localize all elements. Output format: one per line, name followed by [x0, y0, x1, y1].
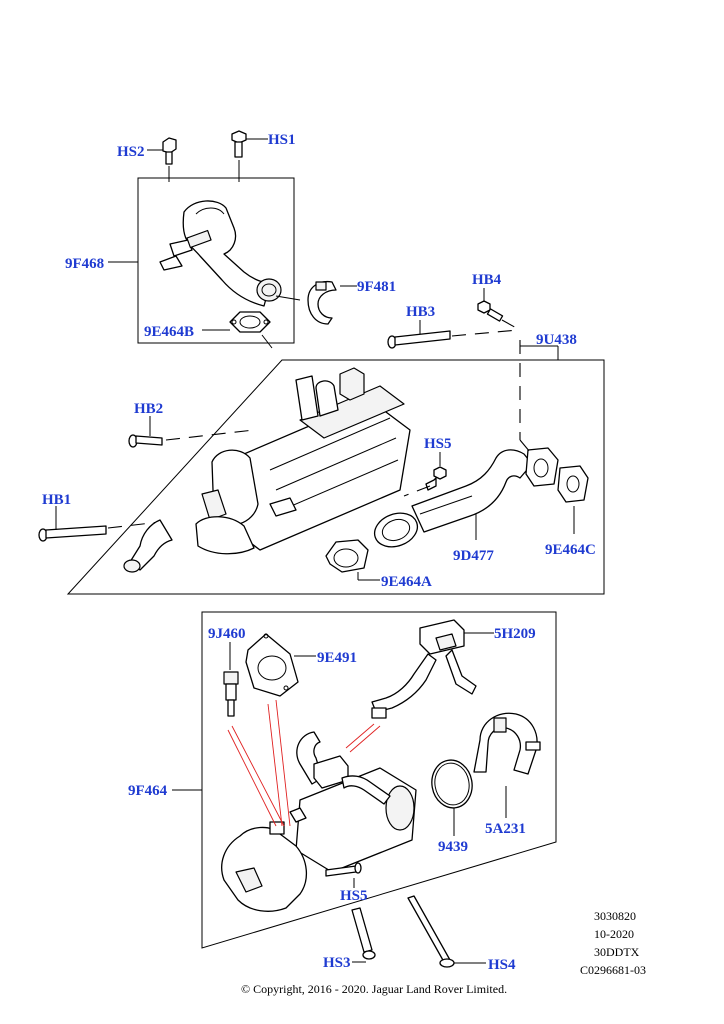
sensor-9j460[interactable]: [223, 671, 239, 717]
seal-ring-9439[interactable]: [428, 757, 476, 811]
bolt-hs5-lower[interactable]: [325, 862, 362, 877]
meta-line-2: 10-2020: [594, 927, 634, 941]
callout-hs1[interactable]: HS1: [268, 132, 296, 148]
callout-9f468[interactable]: 9F468: [65, 256, 104, 272]
solenoid-5h209[interactable]: [371, 619, 477, 719]
bolt-hb2[interactable]: [128, 434, 163, 448]
gasket-9e464b[interactable]: [229, 311, 271, 333]
meta-line-4: C0296681-03: [580, 963, 646, 977]
clamp-5a231[interactable]: [473, 712, 541, 775]
bolt-hb1[interactable]: [38, 525, 107, 542]
callout-9e464a[interactable]: 9E464A: [381, 574, 432, 590]
callout-hb2[interactable]: HB2: [134, 401, 163, 417]
bolt-hs3[interactable]: [351, 907, 376, 960]
bolt-hs2[interactable]: [162, 137, 177, 165]
copyright-text: © Copyright, 2016 - 2020. Jaguar Land Ro…: [241, 982, 507, 996]
egr-cooler-9u438[interactable]: [123, 367, 411, 573]
callout-hs5-lower[interactable]: HS5: [340, 888, 368, 904]
callout-9f464[interactable]: 9F464: [128, 783, 168, 799]
callout-9e464c[interactable]: 9E464C: [545, 542, 596, 558]
callout-9e464b[interactable]: 9E464B: [144, 324, 194, 340]
bolt-hs4[interactable]: [407, 895, 455, 968]
clamp-9f481[interactable]: [307, 280, 337, 325]
callout-hs5-upper[interactable]: HS5: [424, 436, 452, 452]
callout-9e491[interactable]: 9E491: [317, 650, 357, 666]
callout-hb1[interactable]: HB1: [42, 492, 71, 508]
wiring-lines: [227, 699, 381, 827]
callout-9d477[interactable]: 9D477: [453, 548, 494, 564]
callout-hs4[interactable]: HS4: [488, 957, 516, 973]
flange-9e464a[interactable]: [325, 507, 422, 573]
callout-hs3[interactable]: HS3: [323, 955, 351, 971]
callout-9j460[interactable]: 9J460: [208, 626, 246, 642]
callout-5a231[interactable]: 5A231: [485, 821, 526, 837]
egr-pipe-9d477[interactable]: [411, 449, 533, 533]
gasket-9e491[interactable]: [245, 633, 299, 697]
bolt-hs1[interactable]: [231, 130, 247, 158]
callout-9439[interactable]: 9439: [438, 839, 468, 855]
bolt-hb4[interactable]: [477, 300, 504, 322]
callout-5h209[interactable]: 5H209: [494, 626, 536, 642]
frame-pipe-group: [137, 177, 295, 344]
callout-9u438[interactable]: 9U438: [536, 332, 577, 348]
frame-egr-cooler-group: [66, 359, 605, 595]
frame-egr-valve-group: [201, 611, 557, 949]
callout-hb4[interactable]: HB4: [472, 272, 502, 288]
callout-hb3[interactable]: HB3: [406, 304, 435, 320]
egr-pipe-9f468[interactable]: [159, 200, 282, 307]
bolt-hb3[interactable]: [387, 330, 451, 349]
egr-valve-9f464[interactable]: [221, 731, 417, 912]
meta-line-3: 30DDTX: [594, 945, 640, 959]
callout-9f481[interactable]: 9F481: [357, 279, 396, 295]
meta-line-1: 3030820: [594, 909, 636, 923]
callout-hs2[interactable]: HS2: [117, 144, 145, 160]
gasket-9e464c[interactable]: [525, 447, 589, 503]
